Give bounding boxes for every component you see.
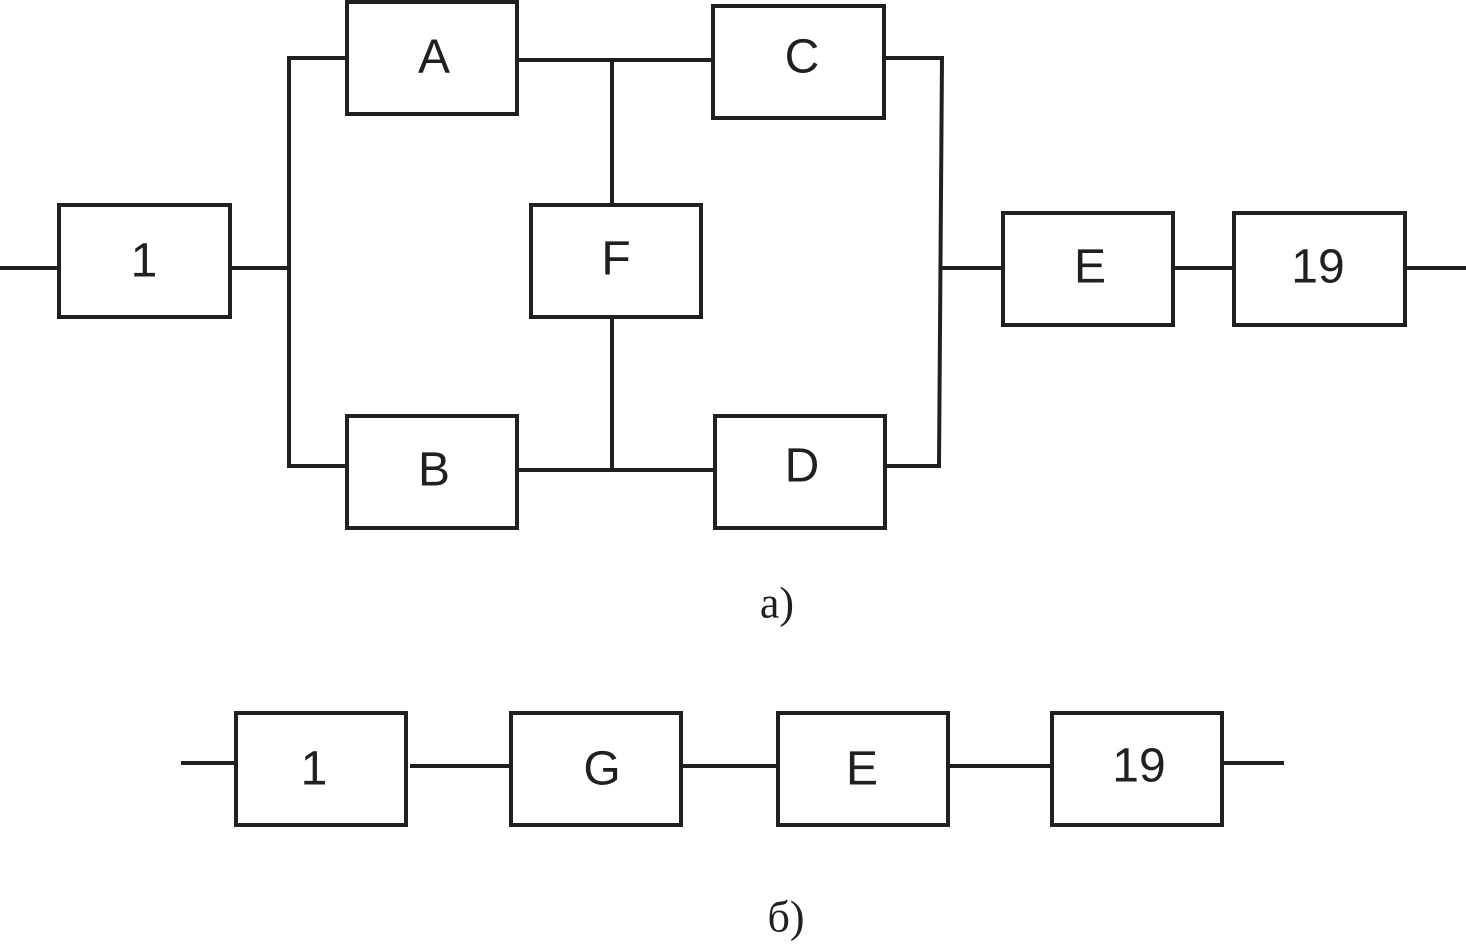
caption-b: б) bbox=[767, 893, 804, 942]
block-f: F bbox=[529, 203, 703, 319]
block-e: E bbox=[1001, 211, 1175, 327]
block-19: 19 bbox=[1232, 211, 1407, 327]
block-1-label: 1 bbox=[131, 235, 158, 288]
block-d: D bbox=[713, 414, 887, 530]
block-19-label: 19 bbox=[1291, 241, 1344, 294]
block-b-1-label: 1 bbox=[301, 743, 328, 796]
block-g-label: G bbox=[583, 743, 620, 796]
block-b-1: 1 bbox=[234, 711, 408, 827]
block-a-label: A bbox=[418, 31, 450, 84]
diagram-b: 1 G E 19 б) bbox=[181, 711, 1284, 942]
block-f-label: F bbox=[601, 233, 630, 286]
block-b-label: B bbox=[418, 444, 450, 497]
block-b-e-label: E bbox=[846, 743, 878, 796]
diagram-b-wires bbox=[181, 761, 1284, 768]
wire-right-bus bbox=[936, 55, 945, 469]
block-g: G bbox=[509, 711, 683, 827]
block-b-19: 19 bbox=[1050, 711, 1224, 827]
block-d-label: D bbox=[785, 440, 820, 493]
block-c-label: C bbox=[785, 31, 820, 84]
block-b: B bbox=[345, 414, 519, 530]
block-e-label: E bbox=[1074, 241, 1106, 294]
block-c: C bbox=[711, 4, 886, 120]
caption-a: а) bbox=[760, 579, 794, 628]
block-b-19-label: 19 bbox=[1112, 740, 1165, 793]
block-1: 1 bbox=[57, 203, 232, 319]
diagram-a-wires bbox=[0, 55, 1466, 472]
block-b-e: E bbox=[776, 711, 950, 827]
block-a: A bbox=[345, 0, 519, 116]
diagram-a: 1 A B F C D E 19 а) bbox=[0, 0, 1466, 628]
